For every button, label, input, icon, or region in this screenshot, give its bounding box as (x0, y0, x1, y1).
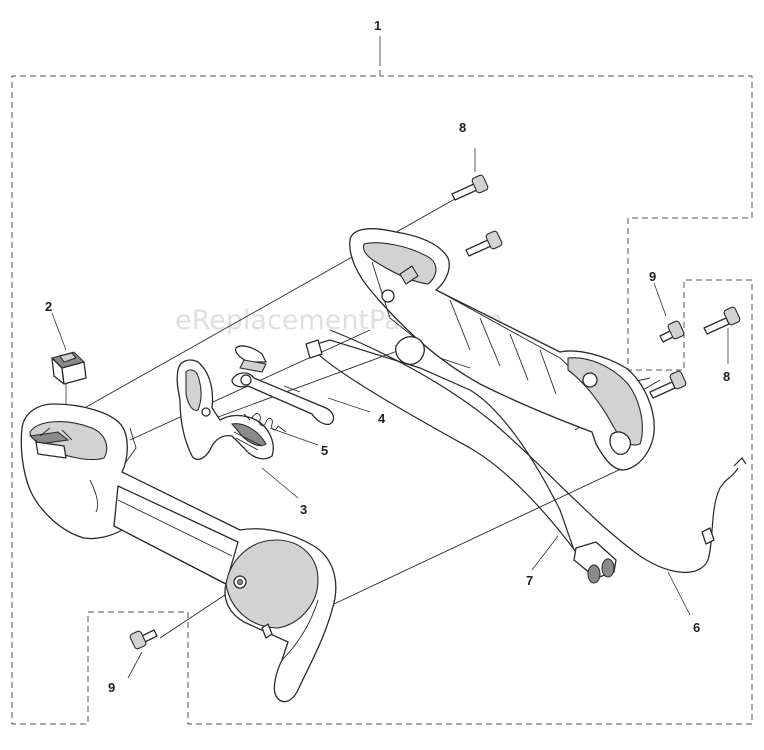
screw-top-b (465, 230, 503, 257)
callout-throttle-cable: 6 (693, 620, 700, 635)
lower-handle-housing (20, 403, 337, 703)
callout-switch: 2 (45, 299, 52, 314)
leader-lines (51, 36, 729, 679)
rear-handle-housing (349, 228, 655, 471)
callout-lockout-lever: 4 (378, 411, 386, 426)
callout-spring: 5 (321, 443, 328, 458)
throttle-trigger-part (176, 359, 274, 461)
callout-wire-harness: 7 (526, 573, 533, 588)
lockout-lever-part (231, 345, 335, 426)
assembly-boundary (11, 60, 753, 725)
callout-assembly: 1 (374, 18, 381, 33)
screw-top-a (451, 174, 489, 201)
callout-throttle-trigger: 3 (300, 502, 307, 517)
callout-screw-bottom: 9 (108, 680, 115, 695)
callout-screw-right-top: 9 (649, 269, 656, 284)
throttle-cable-part (329, 329, 747, 573)
screw-right-upper (659, 320, 685, 343)
callout-screw-right: 8 (723, 369, 730, 384)
screw-bottom (129, 629, 158, 650)
callout-screw-top: 8 (459, 120, 466, 135)
switch-part (51, 351, 87, 385)
wire-harness-part (305, 339, 617, 584)
screw-right-b (649, 370, 687, 399)
spring-part (243, 413, 287, 433)
screw-right-a (703, 306, 741, 335)
